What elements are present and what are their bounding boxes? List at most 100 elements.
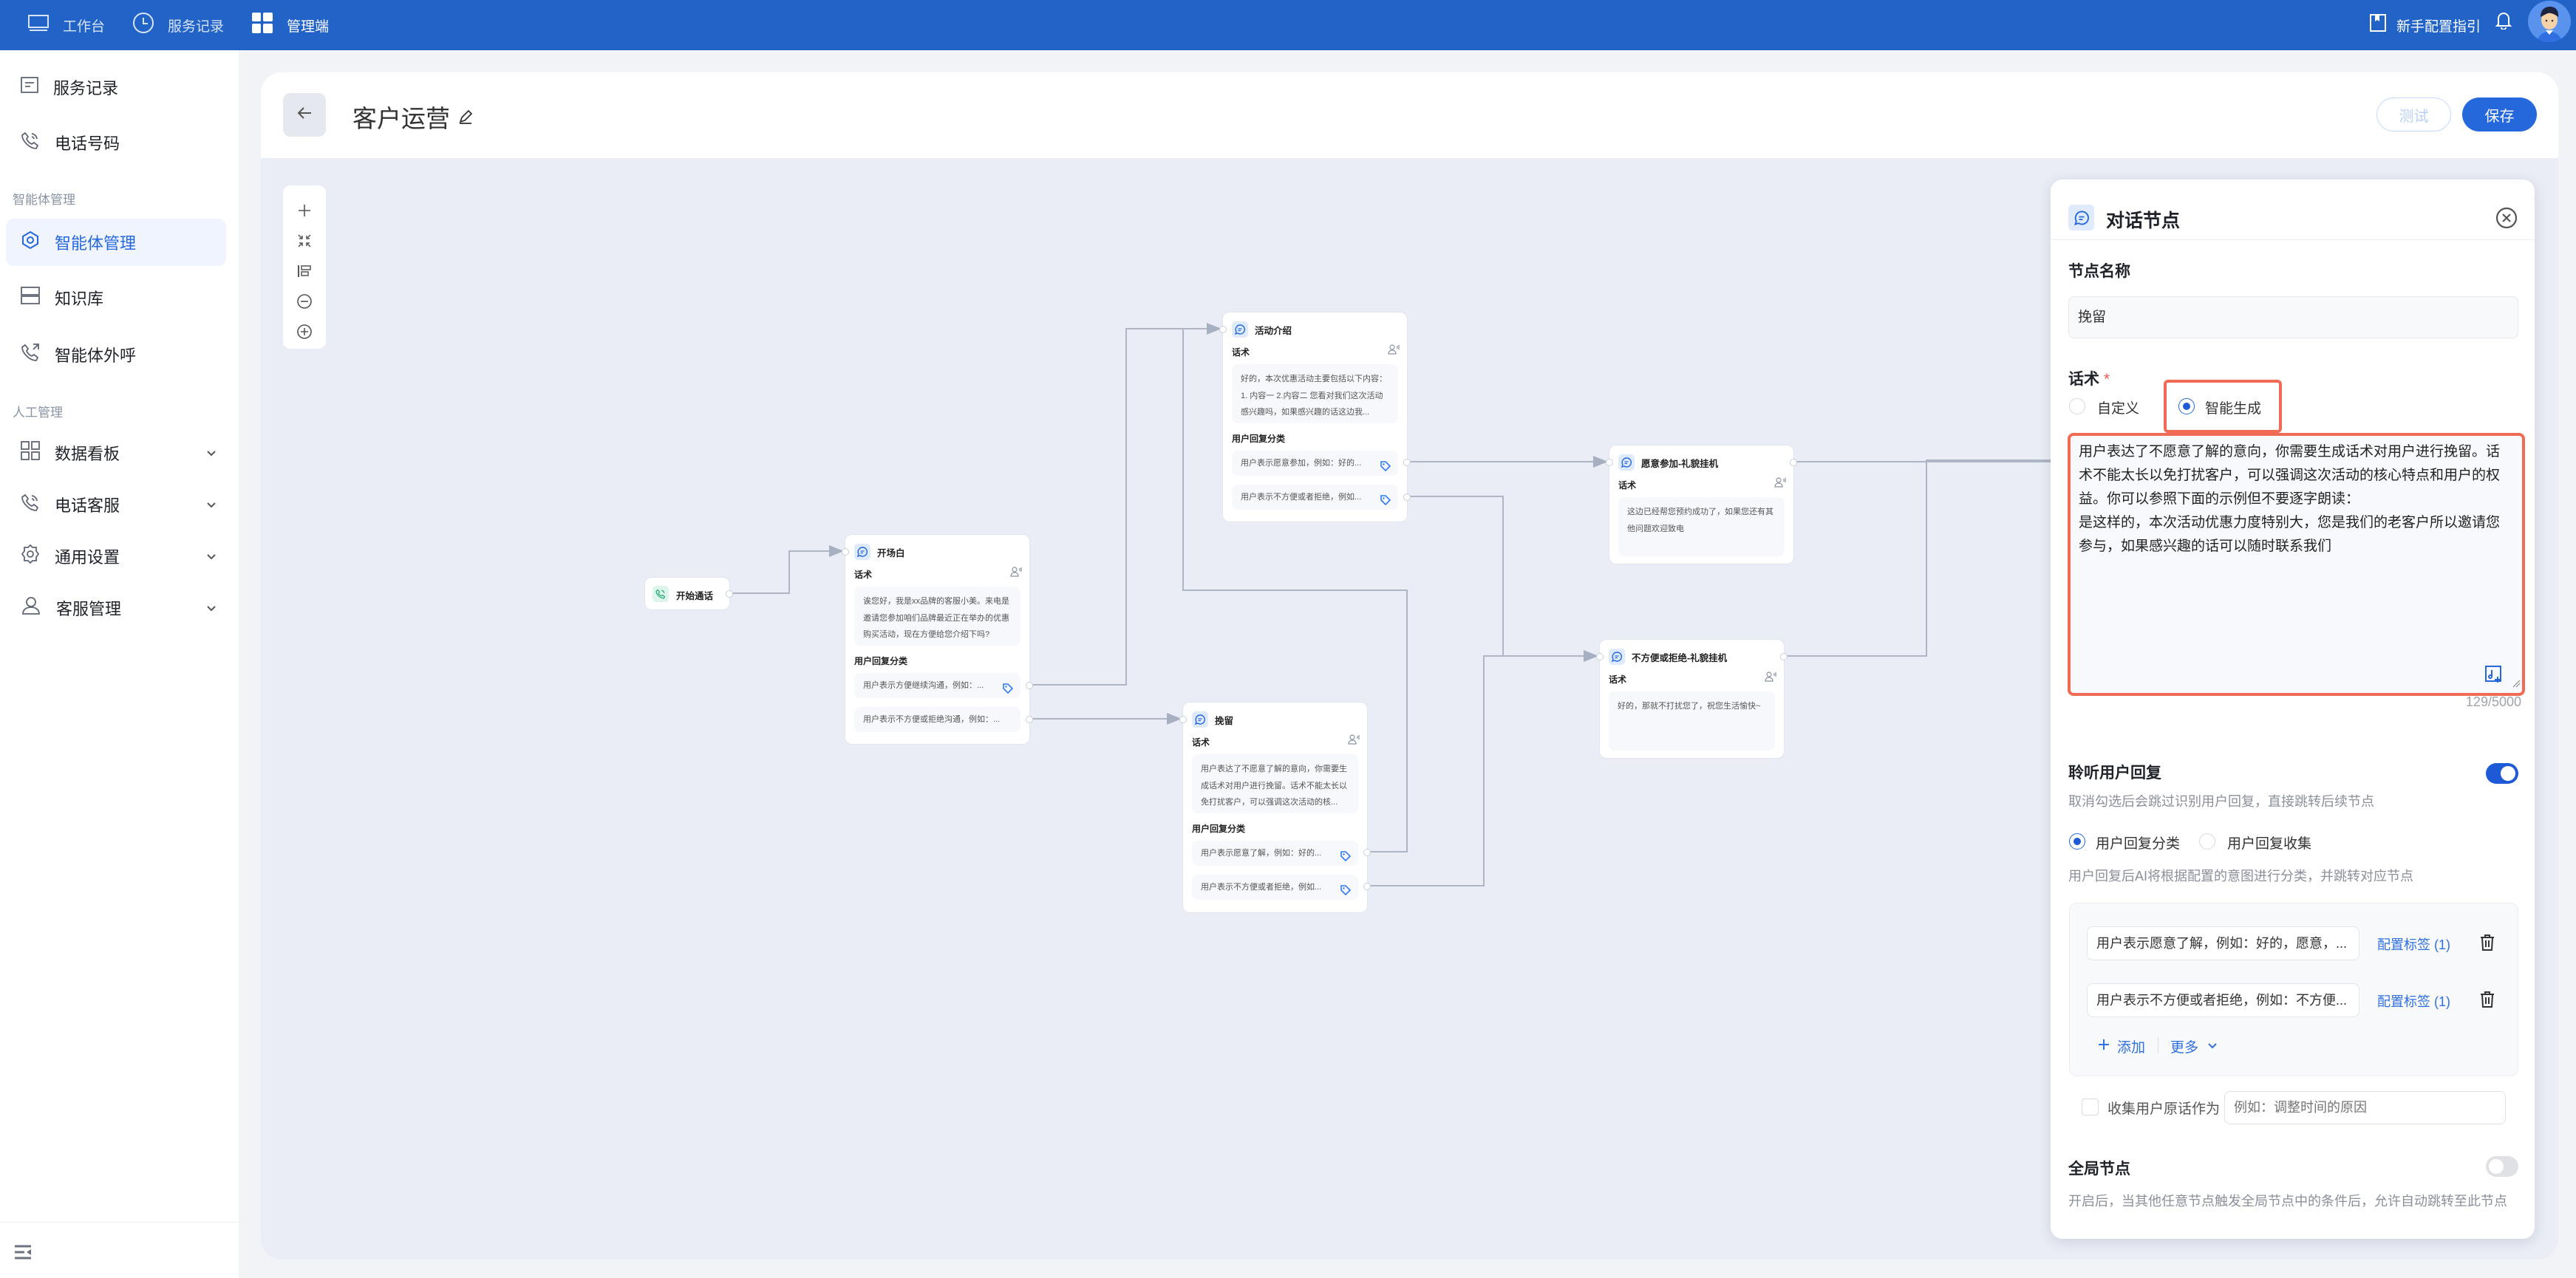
sidebar-item-agent-management[interactable]: 智能体管理 (6, 219, 226, 266)
intent-input[interactable]: 用户表示不方便或者拒绝，例如：不方便... (2087, 983, 2359, 1017)
node-decline-hangup[interactable]: 不方便或拒绝-礼貌挂机 话术 好的，那就不打扰您了，祝您生活愉快~ (1596, 639, 1788, 759)
collect-checkbox[interactable] (2082, 1098, 2099, 1115)
trash-icon[interactable] (2480, 991, 2495, 1011)
edit-icon[interactable] (457, 103, 474, 131)
chat-bubble-icon (1609, 649, 1625, 665)
nav-workbench[interactable]: 工作台 (27, 0, 105, 50)
script-label: 话术 * (2068, 371, 2110, 388)
voice-user-icon[interactable] (1010, 567, 1022, 581)
mode-custom-radio[interactable] (2069, 398, 2085, 414)
node-input-handle[interactable] (1596, 653, 1604, 660)
reply-row[interactable]: 用户表示不方便或者拒绝，例如... (1232, 485, 1398, 510)
reply-row[interactable]: 用户表示愿意参加，例如：好的... (1232, 451, 1398, 476)
node-output-handle[interactable] (1780, 653, 1788, 660)
reply-classify-radio[interactable] (2069, 833, 2085, 850)
node-input-handle[interactable] (1606, 459, 1613, 466)
avatar[interactable] (2528, 1, 2571, 42)
sidebar-divider (0, 1222, 239, 1223)
clock-icon (132, 12, 154, 38)
node-input-handle[interactable] (1219, 326, 1227, 333)
voice-user-icon[interactable] (1765, 672, 1776, 686)
sidebar-item-settings[interactable]: 通用设置 (6, 533, 226, 580)
monitor-icon (27, 14, 50, 36)
chat-bubble-icon (2068, 205, 2094, 230)
node-output-handle[interactable] (1363, 883, 1371, 890)
sidebar: 服务记录 电话号码 智能体管理 智能体管理 知识库 智能体外呼 人工管理 数据看… (0, 50, 239, 1278)
reply-row[interactable]: 用户表示不方便或者拒绝，例如... (1192, 875, 1358, 900)
configure-tags-link[interactable]: 配置标签 (1) (2377, 994, 2450, 1009)
node-output-handle[interactable] (726, 590, 733, 598)
listen-reply-toggle[interactable] (2486, 763, 2518, 784)
reply-row[interactable]: 用户表示愿意了解，例如：好的... (1192, 841, 1358, 866)
node-output-handle[interactable] (1363, 849, 1371, 856)
insert-variable-icon[interactable] (2484, 665, 2502, 688)
chevron-down-icon (205, 547, 217, 567)
node-output-handle[interactable] (1026, 682, 1033, 689)
node-output-handle[interactable] (1026, 716, 1033, 723)
panel-title: 对话节点 (2106, 211, 2181, 231)
sidebar-item-outbound[interactable]: 智能体外呼 (6, 331, 226, 378)
guide-link[interactable]: 新手配置指引 (2370, 0, 2481, 50)
reply-row[interactable]: 用户表示方便继续沟通，例如：... (854, 673, 1020, 698)
trash-icon[interactable] (2480, 934, 2495, 954)
node-output-handle[interactable] (1790, 459, 1797, 466)
voice-user-icon[interactable] (1348, 734, 1360, 748)
sidebar-item-phone-service[interactable]: 电话客服 (6, 481, 226, 528)
node-name-input[interactable]: 挽留 (2068, 296, 2518, 338)
resize-handle-icon[interactable] (2512, 678, 2521, 691)
more-dropdown[interactable]: 更多 (2170, 1036, 2218, 1056)
node-retain[interactable]: 挽留 话术 用户表达了不愿意了解的意向，你需要生成话术对用户进行挽留。话术不能太… (1179, 702, 1371, 913)
node-name-label: 节点名称 (2068, 263, 2130, 280)
reply-collect-radio[interactable] (2199, 833, 2215, 850)
chevron-down-icon (205, 599, 217, 618)
node-output-handle[interactable] (1403, 493, 1411, 501)
node-output-handle[interactable] (1403, 459, 1411, 466)
back-button[interactable] (283, 93, 326, 137)
sidebar-item-service-records[interactable]: 服务记录 (6, 64, 226, 111)
sidebar-item-phone-numbers[interactable]: 电话号码 (6, 119, 226, 166)
bell-icon[interactable] (2495, 10, 2512, 33)
top-bar: 工作台 服务记录 管理端 新手配置指引 (0, 0, 2576, 50)
close-icon[interactable] (2495, 207, 2518, 233)
zoom-out-icon[interactable] (295, 291, 314, 312)
page-title: 客户运营 (352, 99, 474, 134)
voice-user-icon[interactable] (1774, 477, 1786, 491)
chat-bubble-icon (1232, 321, 1248, 338)
node-input-handle[interactable] (1179, 716, 1187, 723)
node-start-call[interactable]: 开始通话 (644, 577, 733, 610)
book-icon (2370, 14, 2386, 36)
test-button[interactable]: 测试 (2376, 98, 2451, 131)
mode-ai-generate-radio[interactable] (2178, 398, 2195, 414)
save-button[interactable]: 保存 (2462, 98, 2537, 131)
gear-icon (21, 544, 40, 568)
node-activity-intro[interactable]: 活动介绍 话术 好的，本次优惠活动主要包括以下内容：1. 内容一 2.内容二 您… (1219, 312, 1411, 522)
phone-icon (21, 493, 40, 516)
nav-service-records[interactable]: 服务记录 (132, 0, 224, 50)
auto-layout-icon[interactable] (295, 261, 314, 281)
reply-row[interactable]: 用户表示不方便或拒绝沟通，例如：... (854, 707, 1020, 732)
voice-user-icon[interactable] (1388, 344, 1400, 358)
node-opening[interactable]: 开场白 话术 诶您好，我是xx品牌的客服小美。来电是邀请您参加咱们品牌最近正在举… (842, 534, 1033, 745)
collect-field-input[interactable] (2224, 1091, 2506, 1124)
fit-view-icon[interactable] (295, 230, 314, 251)
sidebar-item-dashboard[interactable]: 数据看板 (6, 429, 226, 476)
editor-header: 客户运营 测试 保存 (261, 72, 2558, 158)
hexagon-icon (21, 230, 40, 254)
add-node-icon[interactable] (295, 200, 314, 221)
node-input-handle[interactable] (842, 548, 849, 556)
node-accept-hangup[interactable]: 愿意参加-礼貌挂机 话术 这边已经帮您预约成功了，如果您还有其他问题欢迎致电 (1606, 445, 1797, 564)
add-intent-button[interactable]: 添加 (2098, 1036, 2145, 1056)
zoom-in-icon[interactable] (295, 321, 314, 342)
chat-bubble-icon (1192, 711, 1208, 728)
global-node-label: 全局节点 (2068, 1161, 2130, 1178)
global-node-toggle[interactable] (2486, 1156, 2518, 1177)
nav-admin[interactable]: 管理端 (251, 0, 329, 50)
intent-input[interactable]: 用户表示愿意了解，例如：好的，愿意，... (2087, 926, 2359, 960)
script-textarea[interactable]: 用户表达了不愿意了解的意向，你需要生成话术对用户进行挽留。话术不能太长以免打扰客… (2068, 433, 2525, 696)
sidebar-item-knowledge-base[interactable]: 知识库 (6, 274, 226, 321)
sidebar-item-staff[interactable]: 客服管理 (6, 584, 226, 632)
configure-tags-link[interactable]: 配置标签 (1) (2377, 937, 2450, 952)
collapse-sidebar-icon[interactable] (15, 1245, 31, 1263)
plus-icon (2098, 1039, 2110, 1055)
grid-icon (251, 12, 273, 38)
